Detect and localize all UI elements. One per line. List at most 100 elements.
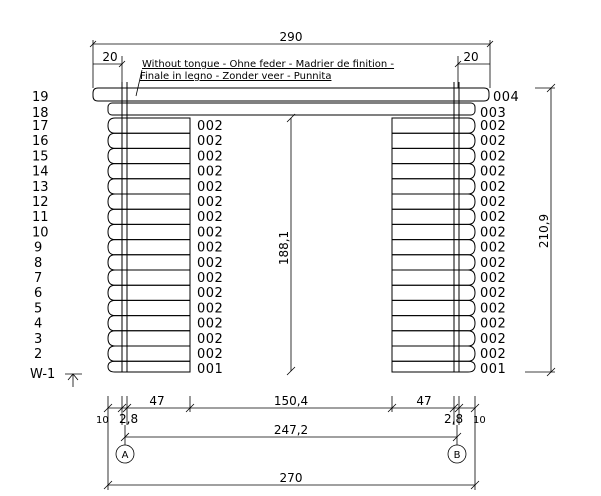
row-number: 19	[32, 90, 49, 105]
level-marker	[65, 373, 82, 387]
right-log-code: 004	[493, 90, 519, 105]
log-courses	[107, 117, 476, 373]
right-log-code: 003	[480, 106, 506, 121]
beam-row-18	[107, 102, 476, 116]
left-log	[107, 178, 191, 195]
dim-right-wall-width: 47	[416, 394, 431, 408]
left-log	[107, 208, 191, 225]
right-log	[391, 239, 476, 256]
row-number: 6	[34, 286, 42, 301]
left-log	[107, 299, 191, 317]
left-log	[107, 360, 191, 373]
dim-top-total: 290	[280, 30, 303, 44]
right-log	[391, 223, 476, 241]
right-log	[391, 330, 476, 347]
left-log	[107, 345, 191, 362]
right-log-code: 002	[480, 332, 506, 347]
right-log-code: 001	[480, 362, 506, 377]
right-log-code: 002	[480, 180, 506, 195]
right-log	[391, 254, 476, 271]
right-log-code: 002	[480, 119, 506, 134]
left-log-code: 001	[197, 362, 223, 377]
row-number: 10	[32, 225, 49, 240]
total-height-dimension	[525, 83, 556, 377]
right-log	[391, 360, 476, 373]
row-number: 11	[32, 210, 49, 225]
right-log	[391, 132, 476, 149]
bottom-dimensions	[103, 396, 480, 490]
left-log-code: 002	[197, 241, 223, 256]
note-line-2: Finale in legno - Zonder veer - Punnita	[140, 71, 331, 82]
dim-right-thickness: 2,8	[444, 412, 463, 426]
corner-posts	[121, 82, 460, 372]
left-log	[107, 147, 191, 165]
left-log-code: 002	[197, 210, 223, 225]
left-log-code: 002	[197, 256, 223, 271]
left-log-code: 002	[197, 332, 223, 347]
row-number: 3	[34, 332, 42, 347]
right-log	[391, 345, 476, 362]
left-log	[107, 269, 191, 286]
dim-total-height: 210,9	[537, 214, 551, 248]
row-number: 7	[34, 271, 42, 286]
right-log-code: 002	[480, 241, 506, 256]
right-log	[391, 178, 476, 195]
right-log	[391, 284, 476, 301]
right-log	[391, 299, 476, 317]
dim-inner-height: 188,1	[277, 231, 291, 265]
dim-axis-distance: 247,2	[274, 423, 308, 437]
dim-left-margin: 10	[96, 415, 109, 426]
left-log-code: 002	[197, 119, 223, 134]
top-dimension	[89, 40, 494, 88]
left-log	[107, 223, 191, 241]
right-log	[391, 117, 476, 134]
row-number: 12	[32, 195, 49, 210]
dim-left-thickness: 2,8	[119, 412, 138, 426]
right-log-code: 002	[480, 225, 506, 240]
dim-bottom-total: 270	[280, 471, 303, 485]
right-log	[391, 315, 476, 332]
left-log	[107, 163, 191, 180]
left-log-code: 002	[197, 301, 223, 316]
right-log-code: 002	[480, 347, 506, 362]
inner-height-dimension	[286, 113, 296, 376]
top-beam	[92, 87, 490, 102]
row-number: 18	[32, 106, 49, 121]
level-label: W-1	[30, 367, 55, 382]
dim-opening-width: 150,4	[274, 394, 308, 408]
right-log-code: 002	[480, 195, 506, 210]
right-log	[391, 147, 476, 165]
dim-top-left-overhang: 20	[102, 50, 117, 64]
right-log	[391, 269, 476, 286]
right-log-code: 002	[480, 317, 506, 332]
dim-right-margin: 10	[473, 415, 486, 426]
right-log-code: 002	[480, 271, 506, 286]
right-log-code: 002	[480, 149, 506, 164]
right-log-code: 002	[480, 286, 506, 301]
right-log-code: 002	[480, 301, 506, 316]
right-log-code: 002	[480, 165, 506, 180]
left-log	[107, 254, 191, 271]
left-log-code: 002	[197, 347, 223, 362]
axis-label-b: B	[454, 450, 461, 461]
right-log	[391, 163, 476, 180]
axis-marker-b	[447, 444, 467, 464]
left-log-code: 002	[197, 180, 223, 195]
dim-top-right-overhang: 20	[463, 50, 478, 64]
row-number: 16	[32, 134, 49, 149]
axis-label-a: A	[122, 450, 129, 461]
left-log	[107, 117, 191, 134]
row-number: 17	[32, 119, 49, 134]
left-log-code: 002	[197, 225, 223, 240]
left-log	[107, 239, 191, 256]
left-log-code: 002	[197, 271, 223, 286]
left-log-code: 002	[197, 317, 223, 332]
dim-left-wall-width: 47	[149, 394, 164, 408]
left-log-code: 002	[197, 149, 223, 164]
row-number: 9	[34, 241, 42, 256]
left-log	[107, 330, 191, 347]
right-log-code: 002	[480, 210, 506, 225]
right-log-code: 002	[480, 134, 506, 149]
note-line-1: Without tongue - Ohne feder - Madrier de…	[142, 59, 394, 70]
left-log-code: 002	[197, 195, 223, 210]
